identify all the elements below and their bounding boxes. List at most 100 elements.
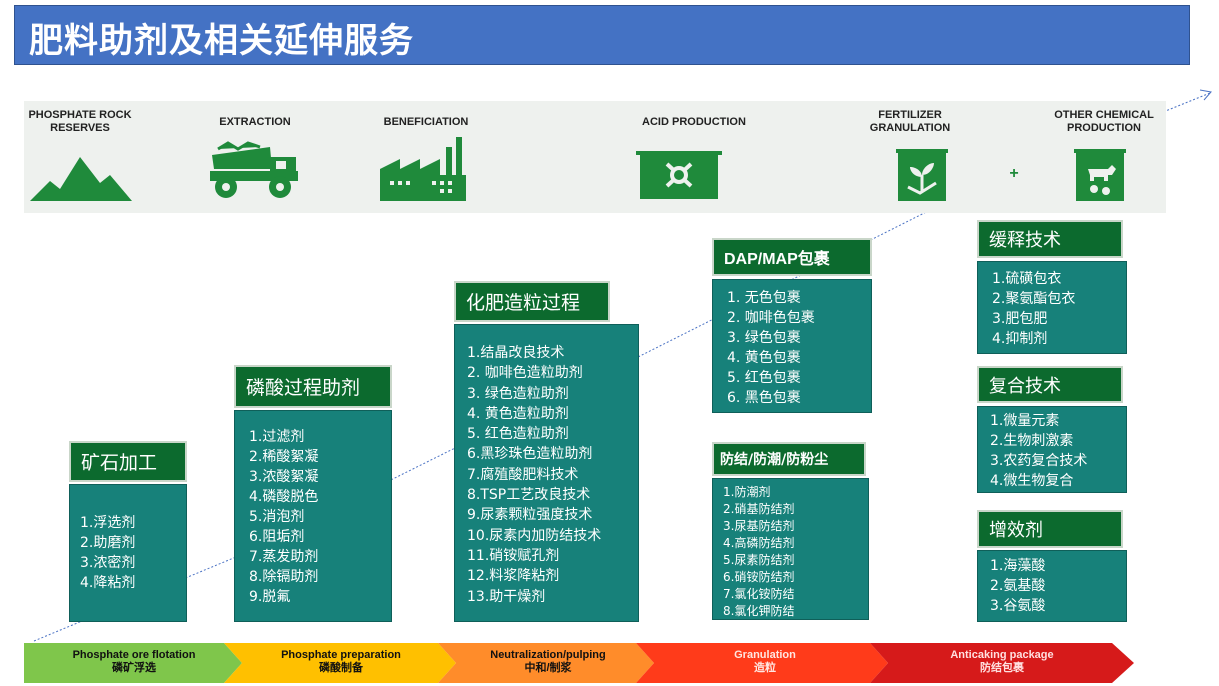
step-shape-flotation xyxy=(24,643,242,683)
list-item: 4.微生物复合 xyxy=(990,473,1074,489)
title-bar: 肥料助剂及相关延伸服务 xyxy=(14,5,1190,65)
process-arrow-shapes xyxy=(24,643,1134,683)
mining-truck-icon xyxy=(210,141,298,198)
list-item: 10.尿素内加防结技术 xyxy=(467,527,602,544)
step-zh: 磷酸制备 xyxy=(319,662,363,674)
box-title-granulation: 化肥造粒过程 xyxy=(454,281,610,322)
list-item: 6.硝铵防结剂 xyxy=(723,570,795,584)
box-title-ore: 矿石加工 xyxy=(69,441,187,482)
list-item: 5.消泡剂 xyxy=(249,509,305,525)
factory-icon xyxy=(380,137,466,201)
list-item: 11.硝铵赋孔剂 xyxy=(467,547,560,564)
list-item: 2.稀酸絮凝 xyxy=(249,449,319,465)
list-item: 6.黑珍珠色造粒助剂 xyxy=(467,446,593,463)
list-item: 3.肥包肥 xyxy=(992,311,1048,327)
list-item: 5. 红色造粒助剂 xyxy=(467,426,569,443)
box-title-phosphoric: 磷酸过程助剂 xyxy=(234,365,392,408)
list-item: 13.助干燥剂 xyxy=(467,588,546,605)
list-item: 3. 绿色造粒助剂 xyxy=(467,385,569,402)
list-item: 3.农药复合技术 xyxy=(990,453,1088,469)
list-item: 1.防潮剂 xyxy=(723,485,771,499)
list-item: 1.浮选剂 xyxy=(80,515,136,531)
list-item: 2.助磨剂 xyxy=(80,535,136,551)
list-item: 7.氯化铵防结 xyxy=(723,587,795,601)
step-zh: 中和/制浆 xyxy=(524,662,572,674)
list-item: 3.谷氨酸 xyxy=(990,598,1046,614)
page-title: 肥料助剂及相关延伸服务 xyxy=(29,21,414,61)
list-item: 2.生物刺激素 xyxy=(990,433,1074,449)
livestock-bag-icon xyxy=(1074,149,1126,201)
list-item: 4.磷酸脱色 xyxy=(249,489,319,505)
box-body-synergist: 1.海藻酸 2.氨基酸 3.谷氨酸 xyxy=(977,550,1127,622)
list-item: 9.脱氟 xyxy=(249,589,291,605)
box-title-slowrelease: 缓释技术 xyxy=(977,220,1123,258)
list-item: 1.过滤剂 xyxy=(249,429,305,445)
box-body-coating: 1. 无色包裹 2. 咖啡色包裹 3. 绿色包裹 4. 黄色包裹 5. 红色包裹… xyxy=(712,279,872,413)
step-zh: 防结包裹 xyxy=(980,662,1024,674)
box-body-ore: 1.浮选剂 2.助磨剂 3.浓密剂 4.降粘剂 xyxy=(69,484,187,622)
step-shape-granulation xyxy=(636,643,888,683)
step-en: Phosphate ore flotation xyxy=(72,649,196,661)
step-shape-preparation xyxy=(224,643,456,683)
value-chain-strip: PHOSPHATE ROCK RESERVES EXTRACTION BENEF… xyxy=(24,101,1166,213)
list-item: 7.腐殖酸肥料技术 xyxy=(467,466,579,483)
list-item: 3. 绿色包裹 xyxy=(727,330,801,346)
step-en: Phosphate preparation xyxy=(281,649,401,661)
list-item: 1.硫磺包衣 xyxy=(992,271,1062,287)
step-zh: 磷矿浮选 xyxy=(112,662,156,674)
box-body-anticaking: 1.防潮剂 2.硝基防结剂 3.尿基防结剂 4.高磷防结剂 5.尿素防结剂 6.… xyxy=(712,478,869,620)
stage-label-granulation: FERTILIZER GRANULATION xyxy=(869,109,951,134)
list-item: 2. 咖啡色造粒助剂 xyxy=(467,365,583,382)
step-zh: 造粒 xyxy=(754,662,776,674)
list-item: 1.海藻酸 xyxy=(990,558,1046,574)
list-item: 3.浓密剂 xyxy=(80,555,136,571)
list-item: 3.尿基防结剂 xyxy=(723,519,795,533)
list-item: 2. 咖啡色包裹 xyxy=(727,310,815,326)
list-item: 8.TSP工艺改良技术 xyxy=(467,487,591,504)
plant-bag-icon xyxy=(896,149,948,201)
step-shape-anticaking xyxy=(870,643,1134,683)
list-item: 2.氨基酸 xyxy=(990,578,1046,594)
list-item: 5. 红色包裹 xyxy=(727,370,801,386)
list-item: 2.聚氨酯包衣 xyxy=(992,291,1076,307)
box-title-anticaking: 防结/防潮/防粉尘 xyxy=(712,442,866,476)
step-en: Anticaking package xyxy=(950,649,1054,661)
list-item: 3.浓酸絮凝 xyxy=(249,469,319,485)
acid-tank-icon xyxy=(636,151,722,199)
stage-label-other: OTHER CHEMICAL PRODUCTION xyxy=(1054,109,1154,134)
list-item: 4. 黄色包裹 xyxy=(727,350,801,366)
list-item: 1.结晶改良技术 xyxy=(467,345,565,361)
list-item: 1. 无色包裹 xyxy=(727,290,801,306)
step-en: Granulation xyxy=(734,649,796,661)
list-item: 6.阻垢剂 xyxy=(249,529,305,545)
list-item: 2.硝基防结剂 xyxy=(723,502,795,516)
list-item: 4.抑制剂 xyxy=(992,331,1048,347)
list-item: 4.降粘剂 xyxy=(80,575,136,591)
list-item: 7.蒸发助剂 xyxy=(249,549,319,565)
list-item: 9.尿素颗粒强度技术 xyxy=(467,507,593,524)
plus-sign: + xyxy=(1009,165,1019,182)
stage-label-acid: ACID PRODUCTION xyxy=(642,116,746,128)
step-en: Neutralization/pulping xyxy=(490,649,606,661)
list-item: 1.微量元素 xyxy=(990,413,1060,429)
mountains-icon xyxy=(30,157,132,201)
list-item: 6. 黑色包裹 xyxy=(727,390,801,406)
box-body-slowrelease: 1.硫磺包衣 2.聚氨酯包衣 3.肥包肥 4.抑制剂 xyxy=(977,261,1127,354)
box-title-coating: DAP/MAP包裹 xyxy=(712,238,872,276)
box-title-synergist: 增效剂 xyxy=(977,510,1123,548)
box-body-granulation: 1.结晶改良技术 2. 咖啡色造粒助剂 3. 绿色造粒助剂 4. 黄色造粒助剂 … xyxy=(454,324,639,622)
stage-label-beneficiation: BENEFICIATION xyxy=(383,116,469,128)
box-title-compound: 复合技术 xyxy=(977,366,1123,403)
stage-label-extraction: EXTRACTION xyxy=(219,116,291,128)
list-item: 4. 黄色造粒助剂 xyxy=(467,405,569,422)
stage-label-reserves: PHOSPHATE ROCK RESERVES xyxy=(28,109,132,134)
list-item: 12.料浆降粘剂 xyxy=(467,568,560,585)
list-item: 5.尿素防结剂 xyxy=(723,553,795,567)
step-shape-neutralization xyxy=(438,643,654,683)
